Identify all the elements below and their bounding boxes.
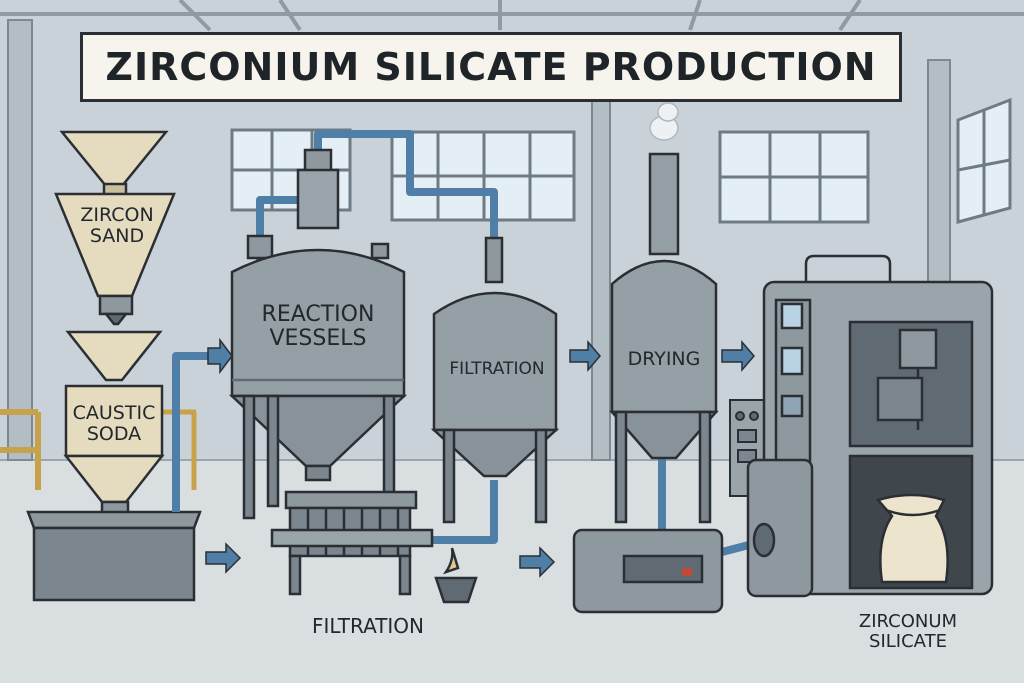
zircon-sand-hopper xyxy=(54,130,176,326)
process-pipes xyxy=(172,130,770,556)
window-right xyxy=(718,130,870,224)
reaction-vessel xyxy=(228,148,408,520)
grinder-unit xyxy=(572,528,724,614)
filtration-tank xyxy=(430,236,560,524)
label-filtration-tank: FILTRATION xyxy=(449,359,545,379)
arrow-right-icon xyxy=(519,546,556,578)
flow-arrows xyxy=(205,337,755,578)
mixing-trough xyxy=(26,510,202,602)
drying-tower xyxy=(609,152,719,524)
safety-rail-left xyxy=(0,409,41,490)
label-filtration-press: FILTRATION xyxy=(311,614,425,638)
packaging-machine xyxy=(746,254,994,598)
arrow-right-icon xyxy=(207,337,233,375)
label-reaction-vessels: REACTION VESSELS xyxy=(261,302,375,352)
label-zircon-sand: ZIRCON SAND xyxy=(80,204,154,247)
arrow-right-icon xyxy=(721,339,755,373)
page-title: ZIRCONIUM SILICATE PRODUCTION xyxy=(105,45,877,89)
arrow-right-icon xyxy=(205,542,242,574)
label-product: ZIRCONUM SILICATE xyxy=(858,611,958,652)
title-banner: ZIRCONIUM SILICATE PRODUCTION xyxy=(80,32,902,102)
label-drying: DRYING xyxy=(627,348,701,370)
filtration-press xyxy=(270,490,434,596)
ceiling-trusses xyxy=(0,0,1024,32)
collection-bowl xyxy=(434,547,478,604)
caustic-soda-hopper xyxy=(63,330,165,516)
label-caustic-soda: CAUSTIC SODA xyxy=(72,402,156,445)
arrow-right-icon xyxy=(569,339,601,373)
window-center xyxy=(390,130,576,222)
sack-icon xyxy=(875,493,949,584)
window-far-right xyxy=(956,97,1012,224)
control-panel xyxy=(729,399,765,497)
smoke-icon xyxy=(649,102,679,141)
